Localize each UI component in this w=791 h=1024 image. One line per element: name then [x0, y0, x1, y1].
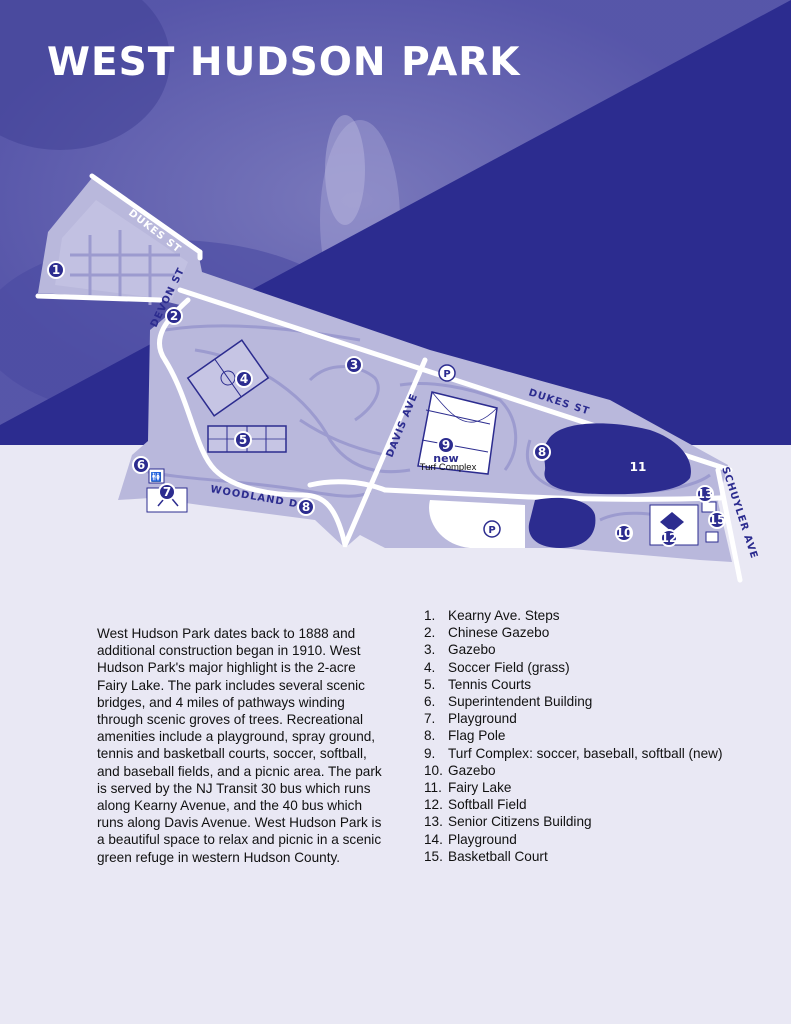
- marker-7[interactable]: 7: [158, 483, 176, 501]
- svg-text:4: 4: [240, 372, 248, 386]
- legend-number: 14.: [424, 831, 443, 847]
- legend-text: Chinese Gazebo: [448, 625, 550, 641]
- turf-complex-label: Turf Complex: [420, 462, 477, 473]
- marker-13[interactable]: 13: [696, 485, 714, 503]
- marker-2[interactable]: 2: [165, 307, 183, 325]
- page-title: WEST HUDSON PARK: [47, 40, 521, 85]
- legend-text: Basketball Court: [448, 848, 548, 864]
- restroom-icon: 🚻: [148, 468, 165, 484]
- legend-number: 3.: [424, 642, 436, 658]
- legend-number: 7.: [424, 711, 436, 727]
- marker-8-west[interactable]: 8: [297, 498, 315, 516]
- marker-11[interactable]: 11: [630, 460, 647, 474]
- marker-15[interactable]: 15: [708, 511, 726, 529]
- legend-number: 10.: [424, 762, 443, 778]
- legend-item: 10. Gazebo: [424, 762, 744, 779]
- marker-3[interactable]: 3: [345, 356, 363, 374]
- svg-text:5: 5: [239, 433, 247, 447]
- legend-text: Soccer Field (grass): [448, 659, 570, 675]
- legend-number: 9.: [424, 745, 436, 761]
- svg-text:3: 3: [350, 358, 358, 372]
- svg-text:13: 13: [697, 487, 714, 501]
- park-map: DUKES ST DEVON ST DAVIS AVE DUKES ST WOO…: [35, 173, 759, 583]
- marker-8-east[interactable]: 8: [533, 443, 551, 461]
- svg-text:🚻: 🚻: [151, 471, 162, 483]
- legend-text: Tennis Courts: [448, 676, 532, 692]
- legend-text: Softball Field: [448, 797, 527, 813]
- svg-text:2: 2: [170, 309, 178, 323]
- svg-text:12: 12: [661, 531, 678, 545]
- svg-text:P: P: [488, 525, 495, 536]
- legend-number: 13.: [424, 814, 443, 830]
- legend-item: 6. Superintendent Building: [424, 693, 744, 710]
- legend-text: Senior Citizens Building: [448, 814, 592, 830]
- svg-text:1: 1: [52, 263, 60, 277]
- legend-number: 8.: [424, 728, 436, 744]
- legend-item: 13. Senior Citizens Building: [424, 813, 744, 830]
- legend-item: 7. Playground: [424, 710, 744, 727]
- legend-text: Gazebo: [448, 762, 496, 778]
- legend-number: 15.: [424, 848, 443, 864]
- legend-item: 2. Chinese Gazebo: [424, 624, 744, 641]
- svg-text:9: 9: [442, 438, 450, 452]
- legend-number: 6.: [424, 694, 436, 710]
- marker-12[interactable]: 12: [660, 529, 678, 547]
- parking-icon: P: [483, 520, 501, 538]
- legend-text: Flag Pole: [448, 728, 506, 744]
- legend-text: Turf Complex: soccer, baseball, softball…: [448, 745, 723, 761]
- parking-lot: [429, 500, 525, 548]
- marker-6[interactable]: 6: [132, 456, 150, 474]
- legend-item: 14. Playground: [424, 831, 744, 848]
- map-legend: 1. Kearny Ave. Steps 2. Chinese Gazebo 3. G…: [424, 607, 744, 865]
- legend-item: 9. Turf Complex: soccer, baseball, softba…: [424, 745, 744, 762]
- svg-text:15: 15: [709, 513, 726, 527]
- svg-text:P: P: [443, 369, 450, 380]
- legend-item: 12. Softball Field: [424, 796, 744, 813]
- legend-text: Fairy Lake: [448, 780, 512, 796]
- marker-4[interactable]: 4: [235, 370, 253, 388]
- marker-1[interactable]: 1: [47, 261, 65, 279]
- fairy-lake: [543, 423, 691, 495]
- legend-number: 1.: [424, 608, 436, 623]
- legend-item: 5. Tennis Courts: [424, 676, 744, 693]
- legend-text: Kearny Ave. Steps: [448, 608, 560, 623]
- marker-10[interactable]: 10: [615, 524, 633, 542]
- fairy-lake-south: [528, 497, 596, 548]
- svg-text:8: 8: [302, 500, 310, 514]
- legend-text: Playground: [448, 831, 517, 847]
- legend-text: Gazebo: [448, 642, 496, 658]
- soccer-field: [186, 339, 270, 417]
- turf-new-label: new: [433, 452, 458, 465]
- park-description: West Hudson Park dates back to 1888 and …: [97, 626, 382, 865]
- legend-text: Superintendent Building: [448, 694, 593, 710]
- legend-text: Playground: [448, 711, 517, 727]
- legend-item: 4. Soccer Field (grass): [424, 659, 744, 676]
- legend-number: 4.: [424, 659, 436, 675]
- legend-number: 5.: [424, 676, 436, 692]
- legend-number: 11.: [424, 780, 442, 796]
- legend-item: 1. Kearny Ave. Steps: [424, 607, 744, 624]
- svg-text:6: 6: [137, 458, 145, 472]
- legend-number: 2.: [424, 625, 436, 641]
- marker-9[interactable]: 9: [437, 436, 455, 454]
- legend-item: 11. Fairy Lake: [424, 779, 744, 796]
- legend-item: 8. Flag Pole: [424, 727, 744, 744]
- svg-text:10: 10: [616, 526, 633, 540]
- legend-item: 3. Gazebo: [424, 641, 744, 658]
- turf-complex: [417, 391, 498, 475]
- legend-number: 12.: [424, 797, 443, 813]
- marker-5[interactable]: 5: [234, 431, 252, 449]
- svg-text:8: 8: [538, 445, 546, 459]
- legend-item: 15. Basketball Court: [424, 848, 744, 865]
- svg-text:7: 7: [163, 485, 171, 499]
- parking-icon: P: [438, 364, 456, 382]
